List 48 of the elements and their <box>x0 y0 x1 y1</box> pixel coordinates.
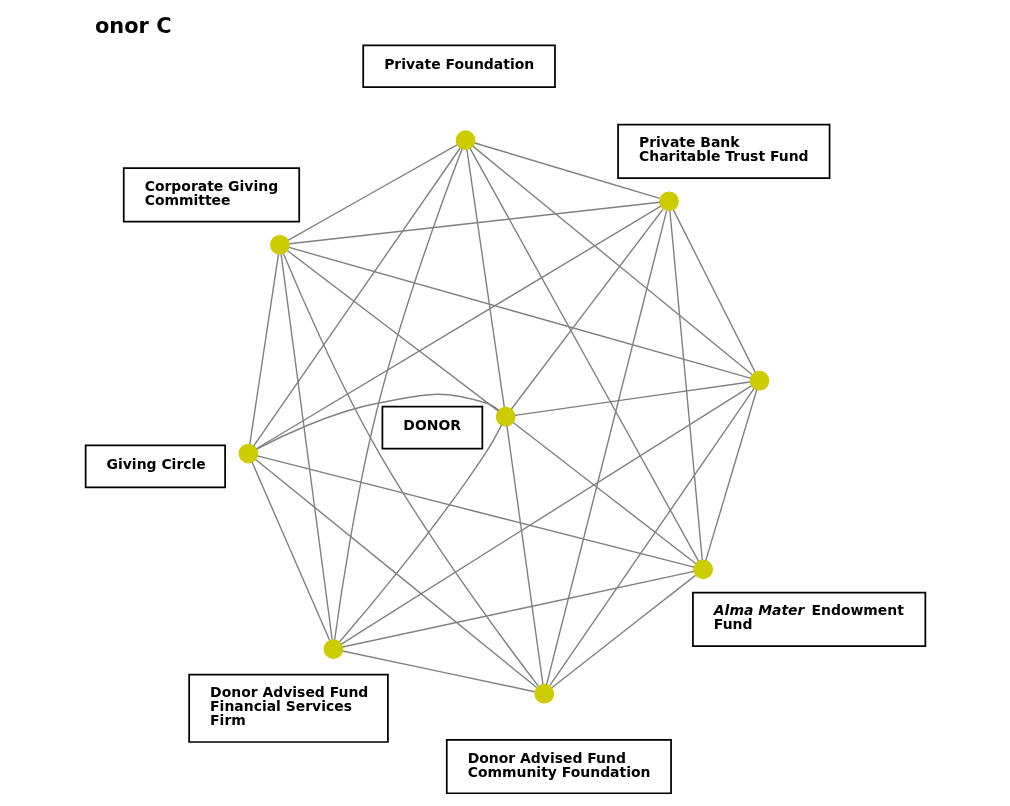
node-circle <box>692 559 713 580</box>
connector <box>287 144 458 241</box>
connector <box>545 209 667 686</box>
node-box: Corporate Giving Committee <box>122 167 300 223</box>
connector <box>505 425 544 685</box>
connector <box>510 208 664 410</box>
connector <box>672 209 756 373</box>
node-box: Private Bank Charitable Trust Fund <box>616 123 830 179</box>
connector <box>286 250 499 412</box>
connector <box>288 201 660 245</box>
node-circle <box>533 683 554 704</box>
connector <box>704 389 757 562</box>
connector <box>550 574 696 689</box>
node-circle <box>455 130 475 151</box>
connector <box>513 381 750 416</box>
node-box: DONOR <box>381 405 483 450</box>
node-box: Alma Mater Endowment Fund <box>691 591 926 647</box>
connector <box>471 145 753 376</box>
connector <box>287 246 751 379</box>
connector <box>251 461 330 641</box>
connector <box>279 253 333 641</box>
diagram-title: onor C <box>94 13 171 38</box>
connector <box>254 458 537 689</box>
connector <box>333 148 463 641</box>
connector <box>468 147 699 562</box>
connector <box>341 570 695 648</box>
node-circle <box>658 191 679 212</box>
connector <box>511 421 696 565</box>
node-circle <box>323 639 343 659</box>
node-circle <box>495 406 516 427</box>
connector <box>548 387 755 687</box>
connector <box>252 147 461 447</box>
connector <box>465 148 505 408</box>
node-circle <box>238 443 258 464</box>
node-box: Donor Advised Fund Community Foundation <box>445 738 672 795</box>
connector <box>282 253 539 687</box>
connector <box>248 253 279 445</box>
connector <box>340 385 752 645</box>
connector <box>341 650 535 693</box>
connector <box>256 455 695 568</box>
connector <box>668 210 703 561</box>
node-box: Giving Circle <box>84 444 226 489</box>
connector <box>473 142 660 200</box>
node-circle <box>749 370 769 391</box>
node-box: Private Foundation <box>361 44 556 88</box>
connector <box>338 424 502 643</box>
node-box: Donor Advised Fund Financial Services Firm <box>187 673 389 743</box>
node-circle <box>269 234 290 255</box>
